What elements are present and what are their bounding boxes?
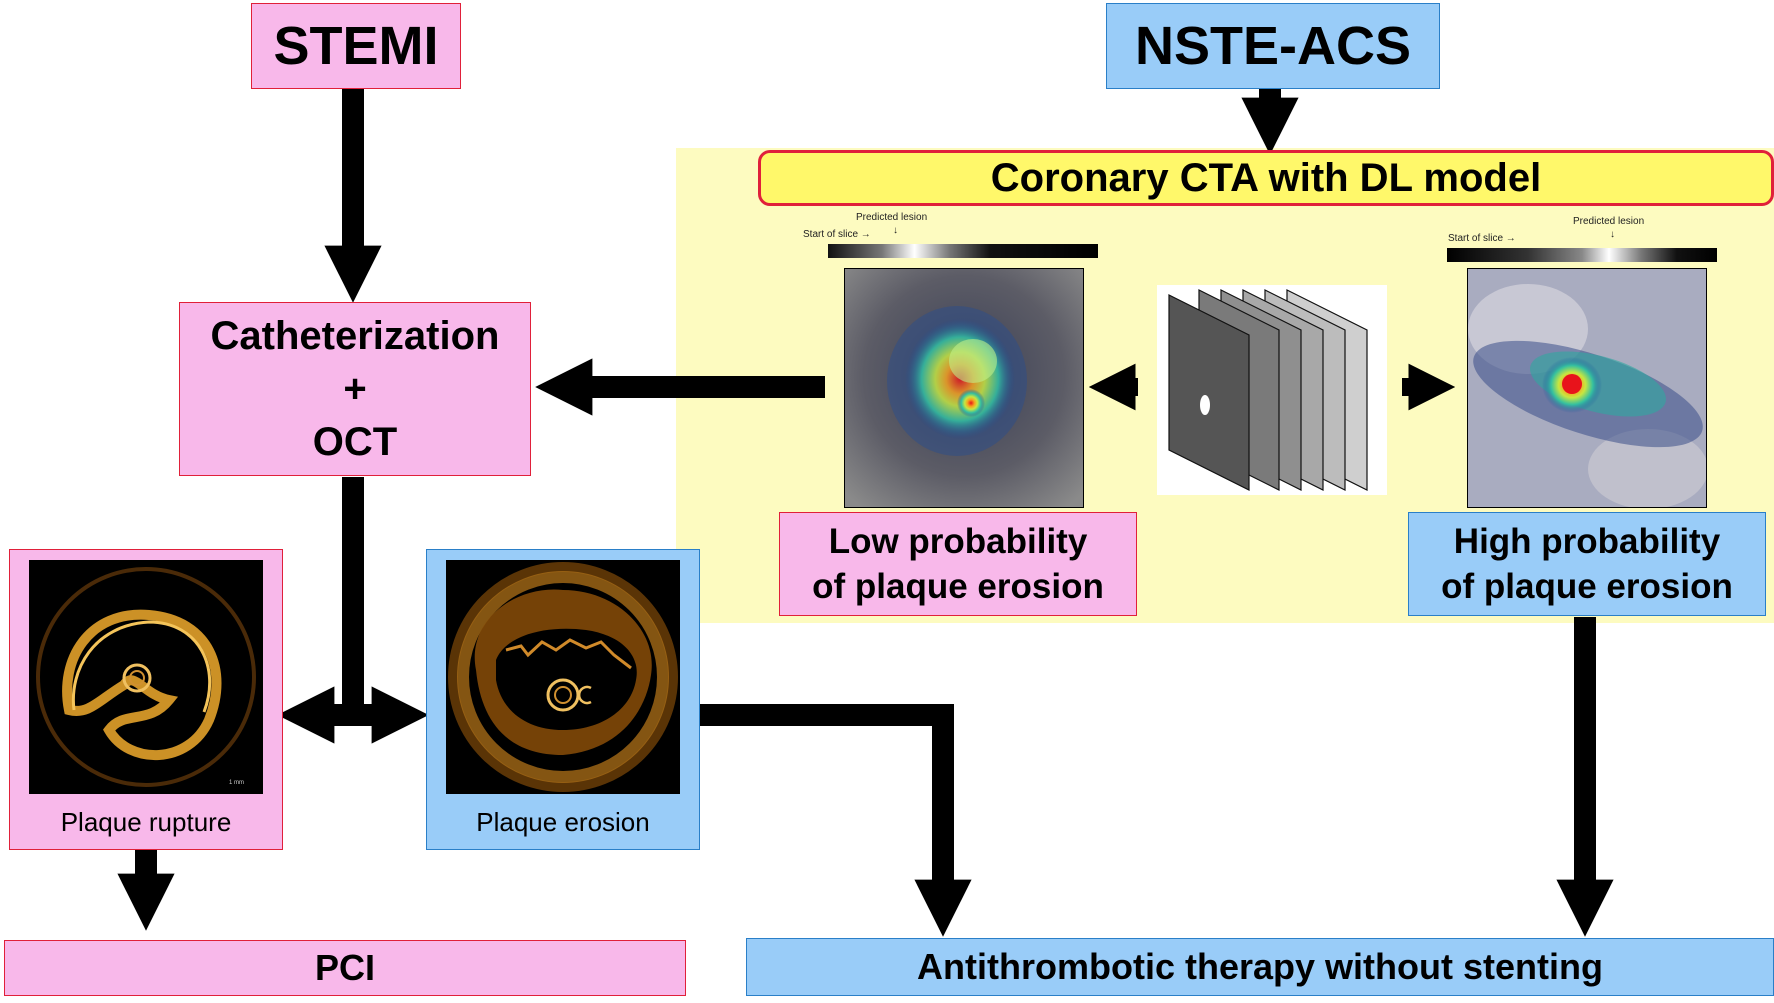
right-predicted-lesion-arrow: ↓ xyxy=(1610,229,1615,240)
plaque-erosion-label: Plaque erosion xyxy=(476,807,650,837)
left-predicted-lesion-arrow: ↓ xyxy=(893,225,898,236)
nste-acs-box: NSTE-ACS xyxy=(1106,3,1440,89)
plaque-rupture-box: 1 mm Plaque rupture xyxy=(9,549,283,850)
cath-line1: Catheterization xyxy=(210,313,500,358)
low-prob-line1: Low probability xyxy=(828,522,1088,561)
right-start-of-slice-label: Start of slice → xyxy=(1448,233,1516,244)
right-heatmap-image xyxy=(1467,268,1707,508)
left-predicted-lesion-label: Predicted lesion xyxy=(856,212,928,223)
stemi-box: STEMI xyxy=(251,3,461,89)
antithrombotic-box: Antithrombotic therapy without stenting xyxy=(746,938,1774,996)
antithrombotic-label: Antithrombotic therapy without stenting xyxy=(917,946,1603,987)
high-prob-line2: of plaque erosion xyxy=(1441,567,1733,606)
arrow-erosion-to-antithrombotic xyxy=(700,704,972,937)
cta-title-bar: Coronary CTA with DL model xyxy=(758,150,1774,206)
right-slice-bar xyxy=(1447,248,1717,262)
ct-slices-image xyxy=(1157,285,1387,495)
low-prob-line2: of plaque erosion xyxy=(812,567,1104,606)
left-heatmap-image xyxy=(844,268,1084,508)
cath-line3: OCT xyxy=(312,419,398,464)
plaque-erosion-box: Plaque erosion xyxy=(426,549,700,850)
cath-line2: + xyxy=(343,366,367,411)
nste-acs-label: NSTE-ACS xyxy=(1134,16,1411,76)
left-start-of-slice-label: Start of slice → xyxy=(803,229,871,240)
stemi-label: STEMI xyxy=(273,16,439,76)
pci-box: PCI xyxy=(4,940,686,996)
rupture-scale-bar: 1 mm xyxy=(229,780,244,786)
low-probability-box: Low probability of plaque erosion xyxy=(779,512,1137,616)
high-probability-box: High probability of plaque erosion xyxy=(1408,512,1766,616)
plaque-erosion-oct-image xyxy=(446,560,680,794)
right-predicted-lesion-label: Predicted lesion xyxy=(1573,216,1645,227)
catheterization-box: Catheterization + OCT xyxy=(179,302,531,476)
cta-title: Coronary CTA with DL model xyxy=(990,155,1542,200)
plaque-rupture-oct-image: 1 mm xyxy=(29,560,263,794)
left-slice-bar xyxy=(828,244,1098,258)
high-prob-line1: High probability xyxy=(1453,522,1721,561)
plaque-rupture-label: Plaque rupture xyxy=(60,807,232,837)
pci-label: PCI xyxy=(314,947,375,988)
